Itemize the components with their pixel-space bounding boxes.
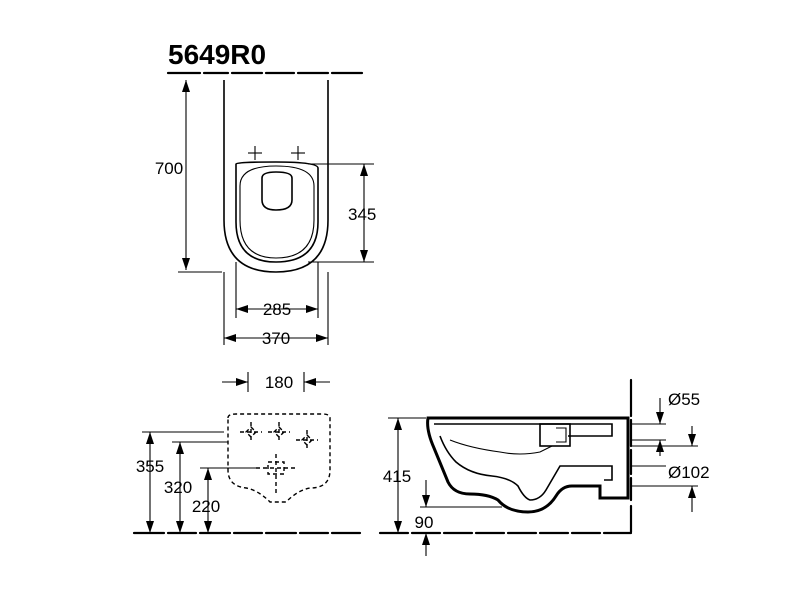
svg-text:Ø55: Ø55 (668, 390, 700, 409)
svg-text:180: 180 (265, 373, 293, 392)
model-number: 5649R0 (168, 39, 266, 70)
outlet-cross-icon (256, 454, 296, 494)
side-view: Ø55 Ø102 415 90 (378, 378, 710, 556)
svg-text:220: 220 (192, 497, 220, 516)
svg-text:355: 355 (136, 457, 164, 476)
dimension-dia55: Ø55 (656, 390, 700, 456)
top-view: 700 345 285 370 (155, 71, 376, 348)
bowl-outline-front (227, 413, 331, 503)
fixing-point-icon (296, 430, 318, 450)
svg-text:345: 345 (348, 205, 376, 224)
dimension-355: 355 (136, 431, 224, 533)
dimension-345: 345 (308, 163, 376, 263)
svg-text:370: 370 (262, 329, 290, 348)
dimension-415: 415 (383, 417, 426, 533)
dimension-320: 320 (164, 441, 228, 533)
fixing-point-icon (248, 146, 262, 160)
dimension-285: 285 (235, 262, 319, 319)
front-view: 180 (132, 372, 362, 535)
fixing-point-icon (291, 146, 305, 160)
svg-text:415: 415 (383, 467, 411, 486)
bowl-section-side (426, 416, 630, 514)
fixing-point-icon (240, 422, 262, 442)
bowl-outline-top (223, 80, 329, 273)
dimension-180: 180 (222, 372, 330, 392)
svg-text:Ø102: Ø102 (668, 463, 710, 482)
basin-outline-top (261, 171, 293, 211)
svg-text:285: 285 (263, 300, 291, 319)
fixing-point-icon (268, 422, 290, 442)
dimension-90: 90 (415, 480, 502, 556)
svg-text:320: 320 (164, 478, 192, 497)
dimension-220: 220 (192, 467, 256, 533)
dimension-370: 370 (223, 272, 329, 348)
seat-outline-top (235, 161, 319, 263)
svg-text:90: 90 (415, 513, 434, 532)
dimension-700: 700 (155, 80, 222, 273)
dimension-dia102: Ø102 (668, 426, 710, 512)
svg-text:700: 700 (155, 159, 183, 178)
water-inlet-side (539, 423, 571, 447)
